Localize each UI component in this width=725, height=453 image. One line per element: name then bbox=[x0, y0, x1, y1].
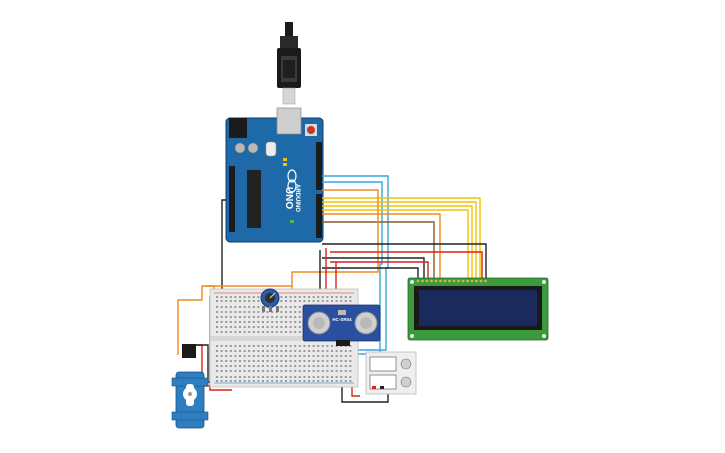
potentiometer[interactable] bbox=[260, 288, 280, 312]
lcd-pin-header bbox=[416, 279, 487, 283]
usb-cable[interactable] bbox=[277, 22, 301, 105]
sensor-model-label: HC-SR04 bbox=[332, 317, 352, 322]
atmega-chip bbox=[247, 170, 261, 228]
lcd-16x2[interactable] bbox=[407, 277, 549, 341]
power-jack bbox=[229, 118, 247, 138]
ultrasonic-sensor[interactable]: HC-SR04 bbox=[302, 304, 381, 346]
usb-jack bbox=[276, 107, 302, 135]
board-model: UNO bbox=[283, 187, 294, 209]
battery-pack[interactable] bbox=[365, 351, 417, 395]
servo-motor[interactable] bbox=[171, 344, 209, 429]
lcd-screen bbox=[419, 290, 537, 326]
board-brand: ARDUINO bbox=[294, 184, 300, 212]
arduino-uno[interactable]: ARDUINO UNO bbox=[225, 107, 324, 243]
arduino-infinity-icon bbox=[287, 169, 297, 183]
